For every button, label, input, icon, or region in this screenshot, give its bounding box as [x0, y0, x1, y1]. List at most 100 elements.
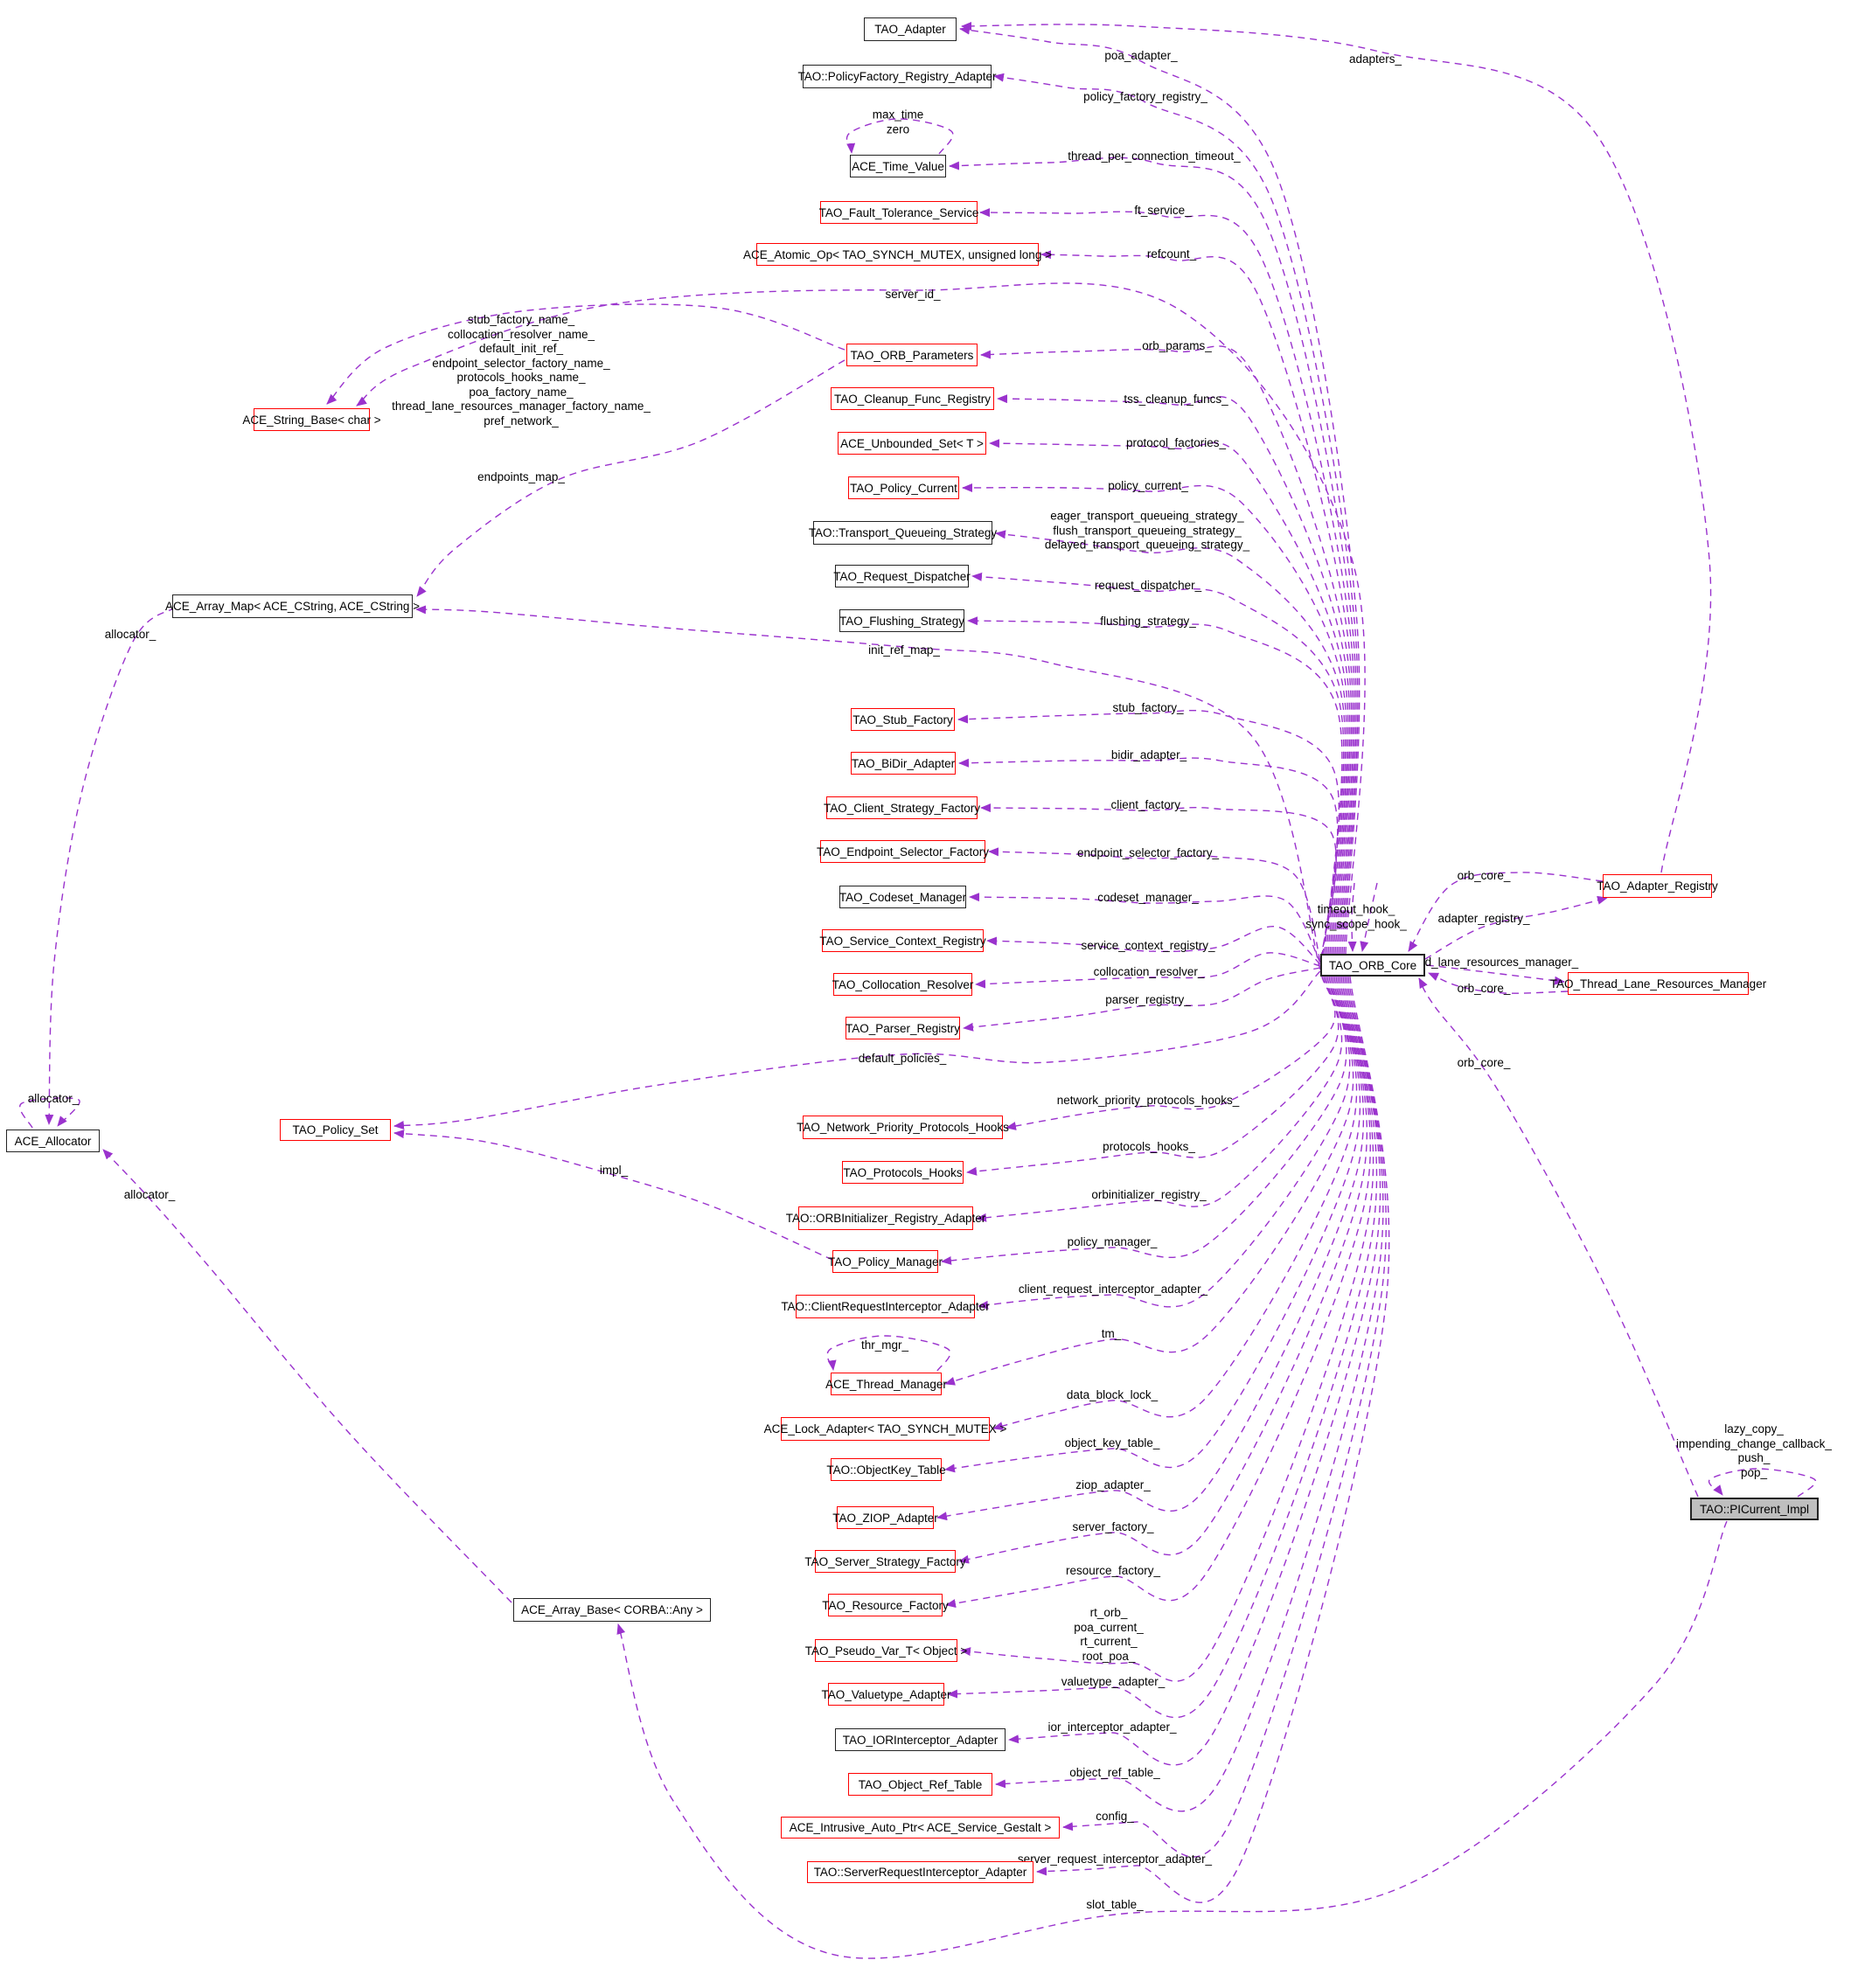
node-tao_pseudo_var_t[interactable]: TAO_Pseudo_Var_T< Object > [805, 1639, 967, 1662]
edge-label: impl_ [599, 1163, 629, 1177]
edge-label: orb_core_ [1457, 981, 1511, 995]
edge-label: max_time zero [872, 108, 924, 136]
edge [992, 976, 1358, 1431]
edge-label: stub_factory_ [1112, 700, 1184, 714]
node-ace_array_map[interactable]: ACE_Array_Map< ACE_CString, ACE_CString … [165, 594, 420, 618]
edge-label: eager_transport_queueing_strategy_ flush… [1044, 509, 1250, 552]
edge [1424, 895, 1608, 960]
edge-label: config_ [1096, 1809, 1134, 1823]
node-ace_lock_adapter[interactable]: ACE_Lock_Adapter< TAO_SYNCH_MUTEX > [764, 1417, 1006, 1441]
node-ace_allocator[interactable]: ACE_Allocator [6, 1130, 100, 1152]
node-tao_parser_registry[interactable]: TAO_Parser_Registry [846, 1017, 960, 1039]
node-ace_atomic_op[interactable]: ACE_Atomic_Op< TAO_SYNCH_MUTEX, unsigned… [743, 243, 1052, 266]
edge [962, 483, 1347, 955]
edge-label: policy_current_ [1108, 478, 1188, 492]
edge [957, 709, 1340, 956]
edge-label: data_block_lock_ [1066, 1387, 1159, 1401]
node-tao_thread_lane_resources_manager[interactable]: TAO_Thread_Lane_Resources_Manager [1550, 972, 1766, 995]
edge-label: protocols_hooks_ [1103, 1139, 1195, 1153]
edge-label: client_request_interceptor_adapter_ [1018, 1282, 1208, 1296]
node-tao_ziop_adapter[interactable]: TAO_ZIOP_Adapter [832, 1506, 938, 1529]
edge [947, 976, 1378, 1719]
edge-label: server_request_interceptor_adapter_ [1017, 1852, 1213, 1866]
edge-label: request_dispatcher_ [1094, 578, 1202, 592]
edge-label: ft_service_ [1134, 203, 1192, 217]
node-tao_codeset_manager[interactable]: TAO_Codeset_Manager [839, 886, 966, 908]
edge-label: policy_factory_registry_ [1083, 89, 1207, 103]
edge-label: refcount_ [1146, 247, 1197, 261]
edge-label: resource_factory_ [1065, 1563, 1161, 1577]
edge [45, 607, 176, 1125]
node-tao_adapter_registry[interactable]: TAO_Adapter_Registry [1597, 874, 1718, 898]
node-tao_iorinterceptor_adapter[interactable]: TAO_IORInterceptor_Adapter [835, 1728, 1006, 1751]
node-ace_time_value[interactable]: ACE_Time_Value [850, 155, 946, 177]
edge-label: protocol_factories_ [1125, 435, 1227, 449]
node-tao_object_ref_table[interactable]: TAO_Object_Ref_Table [848, 1773, 992, 1796]
edge-label: thread_per_connection_timeout_ [1068, 149, 1241, 163]
node-tao_server_strategy_factory[interactable]: TAO_Server_Strategy_Factory [804, 1550, 966, 1573]
node-tao_orb_parameters[interactable]: TAO_ORB_Parameters [846, 344, 978, 366]
edge-label: rt_orb_ poa_current_ rt_current_ root_po… [1074, 1606, 1144, 1663]
edge-label: allocator_ [104, 627, 157, 641]
node-tao_adapter[interactable]: TAO_Adapter [864, 17, 957, 41]
node-ace_thread_manager[interactable]: ACE_Thread_Manager [825, 1373, 947, 1395]
node-tao_client_strategy_factory[interactable]: TAO_Client_Strategy_Factory [824, 796, 980, 819]
node-tao_endpoint_selector_factory[interactable]: TAO_Endpoint_Selector_Factory [817, 840, 989, 863]
node-tao_network_priority_protocols_hooks[interactable]: TAO_Network_Priority_Protocols_Hooks [797, 1116, 1009, 1139]
edge-label: tss_cleanup_funcs_ [1124, 392, 1228, 406]
node-tao_policy_manager[interactable]: TAO_Policy_Manager [828, 1250, 943, 1273]
edge [102, 1149, 512, 1603]
edge-label: tm_ [1101, 1326, 1122, 1340]
edge [958, 976, 1367, 1564]
node-ace_intrusive_auto_ptr[interactable]: ACE_Intrusive_Auto_Ptr< ACE_Service_Gest… [781, 1817, 1060, 1839]
node-objectkey_table[interactable]: TAO::ObjectKey_Table [826, 1458, 946, 1481]
edge-label: init_ref_map_ [868, 643, 940, 657]
edge-label: stub_factory_name_ collocation_resolver_… [392, 313, 651, 427]
node-tao_orb_core[interactable]: TAO_ORB_Core [1320, 954, 1425, 977]
edge-label: thr_mgr_ [860, 1338, 909, 1352]
node-ace_array_base[interactable]: ACE_Array_Base< CORBA::Any > [513, 1598, 711, 1622]
node-tao_protocols_hooks[interactable]: TAO_Protocols_Hooks [842, 1161, 964, 1184]
node-tao_service_context_registry[interactable]: TAO_Service_Context_Registry [819, 929, 986, 952]
edge-label: lazy_copy_ impending_change_callback_ pu… [1676, 1422, 1832, 1479]
edge-label: parser_registry_ [1105, 992, 1191, 1006]
node-tao_valuetype_adapter[interactable]: TAO_Valuetype_Adapter [821, 1683, 951, 1706]
node-tao_flushing_strategy[interactable]: TAO_Flushing_Strategy [839, 609, 964, 632]
node-tao_policy_current[interactable]: TAO_Policy_Current [848, 476, 959, 499]
edge-label: server_id_ [885, 287, 941, 301]
edge-label: allocator_ [27, 1091, 80, 1105]
edge-label: adapters_ [1348, 52, 1402, 66]
node-policyfactory_registry_adapter[interactable]: TAO::PolicyFactory_Registry_Adapter [797, 65, 997, 88]
edge-label: network_priority_protocols_hooks_ [1056, 1093, 1240, 1107]
node-serverrequestinterceptor_adapter[interactable]: TAO::ServerRequestInterceptor_Adapter [807, 1861, 1033, 1883]
edge-label: orb_core_ [1457, 868, 1511, 882]
edge-label: ior_interceptor_adapter_ [1047, 1720, 1177, 1734]
edge [980, 803, 1337, 960]
edge-label: adapter_registry_ [1437, 911, 1530, 925]
node-orbinitializer_registry_adapter[interactable]: TAO::ORBInitializer_Registry_Adapter [786, 1206, 985, 1230]
edge-label: collocation_resolver_ [1093, 964, 1205, 978]
node-tao_cleanup_func_registry[interactable]: TAO_Cleanup_Func_Registry [831, 387, 994, 410]
edge-label: default_policies_ [858, 1051, 947, 1065]
edge-label: orb_params_ [1142, 338, 1212, 352]
node-tao_collocation_resolver[interactable]: TAO_Collocation_Resolver [832, 973, 973, 996]
edge-label: valuetype_adapter_ [1061, 1674, 1166, 1688]
edge-label: server_factory_ [1072, 1519, 1154, 1533]
edge-label: allocator_ [123, 1187, 176, 1201]
node-tao_fault_tolerance_service[interactable]: TAO_Fault_Tolerance_Service [819, 201, 978, 224]
node-tao_policy_set[interactable]: TAO_Policy_Set [280, 1119, 391, 1141]
node-tao_request_dispatcher[interactable]: TAO_Request_Dispatcher [833, 565, 971, 587]
node-tao_resource_factory[interactable]: TAO_Resource_Factory [822, 1594, 949, 1616]
node-picurrent_impl[interactable]: TAO::PICurrent_Impl [1690, 1498, 1819, 1520]
edge-label: bidir_adapter_ [1110, 747, 1187, 761]
node-transport_queueing_strategy[interactable]: TAO::Transport_Queueing_Strategy [809, 521, 997, 545]
node-ace_unbounded_set[interactable]: ACE_Unbounded_Set< T > [838, 432, 986, 455]
node-ace_string_base[interactable]: ACE_String_Base< char > [242, 408, 381, 431]
edge-label: ziop_adapter_ [1075, 1477, 1151, 1491]
node-clientrequestinterceptor_adapter[interactable]: TAO::ClientRequestInterceptor_Adapter [781, 1295, 990, 1318]
node-tao_stub_factory[interactable]: TAO_Stub_Factory [851, 708, 955, 731]
edge [944, 976, 1354, 1386]
node-tao_bidir_adapter[interactable]: TAO_BiDir_Adapter [851, 752, 956, 775]
edge-label: endpoint_selector_factory_ [1076, 845, 1220, 859]
